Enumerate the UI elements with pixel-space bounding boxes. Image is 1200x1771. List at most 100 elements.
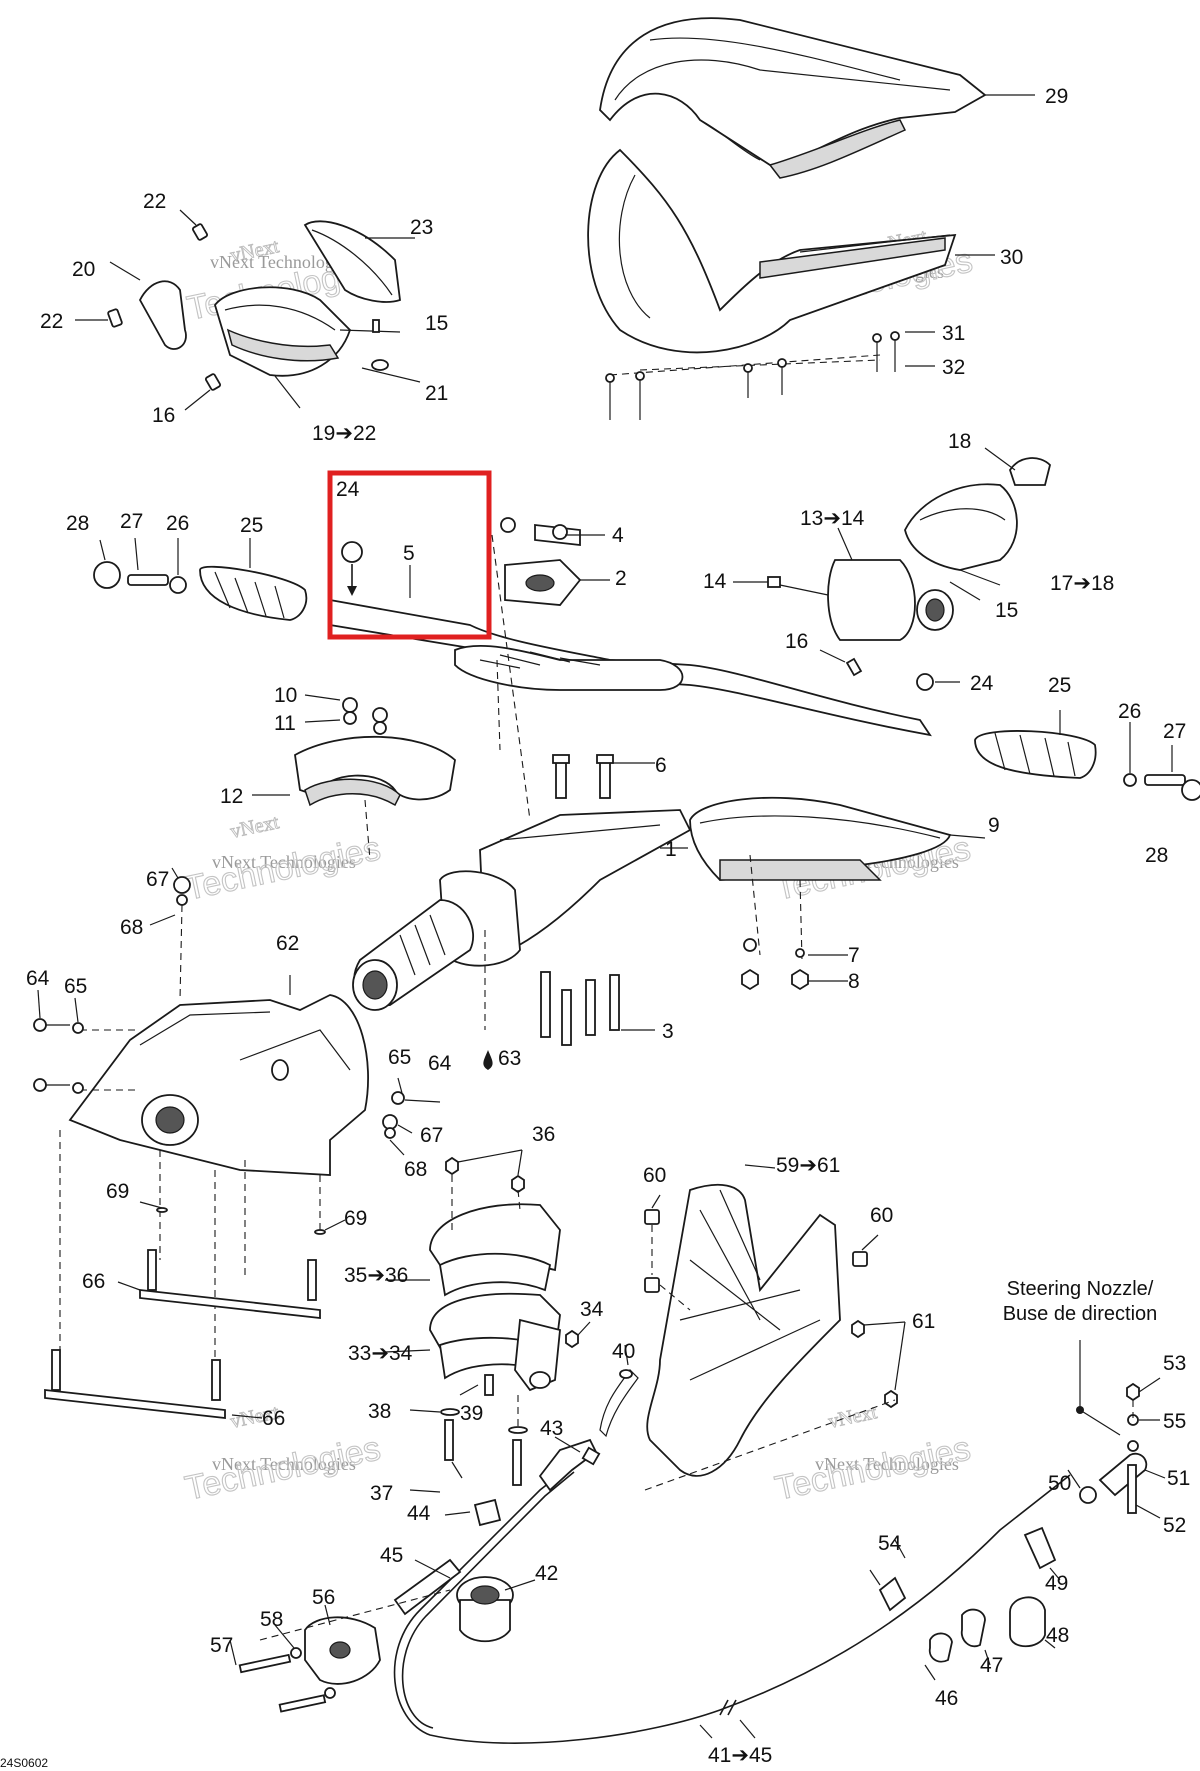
callout-46: 46: [935, 1687, 958, 1710]
callout-26-right: 26: [1118, 700, 1141, 723]
callout-25-left: 25: [240, 514, 263, 537]
callout-35-36: 35➔36: [344, 1264, 408, 1287]
switch-housing-right: [733, 447, 1051, 677]
clamp-assembly: [384, 1149, 591, 1493]
callout-31: 31: [942, 322, 965, 345]
callout-38: 38: [368, 1400, 391, 1423]
callout-7: 7: [848, 944, 860, 967]
column-support-62: [33, 867, 441, 1370]
callout-58: 58: [260, 1608, 283, 1631]
callout-27-left: 27: [120, 510, 143, 533]
callout-69-left: 69: [106, 1180, 129, 1203]
callout-32: 32: [942, 356, 965, 379]
callout-66-left: 66: [82, 1270, 105, 1293]
callout-42: 42: [535, 1562, 558, 1585]
callout-15-top: 15: [425, 312, 448, 335]
nozzle-linkage: [869, 1340, 1166, 1681]
callout-39: 39: [460, 1402, 483, 1425]
callout-62: 62: [276, 932, 299, 955]
callout-52: 52: [1163, 1514, 1186, 1537]
cover-screws-31-32: [605, 331, 935, 420]
callout-57: 57: [210, 1634, 233, 1657]
callout-55: 55: [1163, 1410, 1186, 1433]
callout-49: 49: [1045, 1572, 1068, 1595]
callout-18: 18: [948, 430, 971, 453]
callout-4: 4: [612, 524, 624, 547]
callout-15-right: 15: [995, 599, 1018, 622]
callout-48: 48: [1046, 1624, 1069, 1647]
watermark-c1: vNext: [228, 811, 281, 843]
callout-10: 10: [274, 684, 297, 707]
callout-36: 36: [532, 1123, 555, 1146]
control-housing-left: [75, 209, 421, 411]
callout-16-top: 16: [152, 404, 175, 427]
watermark-f3: Technologies: [772, 1429, 974, 1507]
callout-20: 20: [72, 258, 95, 281]
callout-64-right: 64: [428, 1052, 452, 1075]
callout-41-45: 41➔45: [708, 1744, 772, 1767]
callout-69-right: 69: [344, 1207, 367, 1230]
callout-65-right: 65: [388, 1046, 411, 1069]
watermark-e2: vNext Technologies: [212, 1454, 356, 1474]
callout-25-right: 25: [1048, 674, 1071, 697]
callout-68-left: 68: [120, 916, 143, 939]
right-grip-assembly: [916, 673, 1200, 801]
callout-60-right: 60: [870, 1204, 893, 1227]
callout-43: 43: [540, 1417, 563, 1440]
callout-11: 11: [274, 712, 296, 735]
callout-23: 23: [410, 216, 433, 239]
handlebar-tube: [329, 517, 932, 821]
callout-64-left: 64: [26, 967, 50, 990]
callout-13-14: 13➔14: [800, 507, 865, 530]
callout-9: 9: [988, 814, 1000, 837]
callout-33-34: 33➔34: [348, 1342, 413, 1365]
callout-19-22: 19➔22: [312, 422, 376, 445]
callout-26-left: 26: [166, 512, 189, 535]
callout-59-61: 59➔61: [776, 1154, 840, 1177]
handlebar-cover-upper: [599, 17, 1035, 179]
callout-60-left: 60: [643, 1164, 666, 1187]
callout-30: 30: [1000, 246, 1023, 269]
callout-47: 47: [980, 1654, 1003, 1677]
callout-61: 61: [912, 1310, 935, 1333]
callout-21: 21: [425, 382, 448, 405]
callout-28-right: 28: [1145, 844, 1168, 867]
callout-5: 5: [403, 542, 415, 565]
callout-12: 12: [220, 785, 243, 808]
callout-53: 53: [1163, 1352, 1186, 1375]
callout-2: 2: [615, 567, 627, 590]
cable-support-59: [644, 1164, 906, 1491]
callout-45: 45: [380, 1544, 403, 1567]
brackets-66: [44, 1249, 321, 1420]
callout-28-left: 28: [66, 512, 89, 535]
callout-22-left: 22: [40, 310, 63, 333]
callout-17-18: 17➔18: [1050, 572, 1114, 595]
callout-8: 8: [848, 970, 860, 993]
retainer-12: [252, 694, 456, 861]
callout-6: 6: [655, 754, 667, 777]
diagram-code: 24S0602: [0, 1756, 48, 1770]
callout-68-right: 68: [404, 1158, 427, 1181]
watermark-f2: vNext Technologies: [815, 1454, 959, 1474]
callout-65-left: 65: [64, 975, 87, 998]
callout-50: 50: [1048, 1472, 1071, 1495]
callout-22-top: 22: [143, 190, 166, 213]
callout-29: 29: [1045, 85, 1068, 108]
steering-column: [352, 809, 692, 1070]
callout-63: 63: [498, 1047, 521, 1070]
callout-14: 14: [703, 570, 727, 593]
watermark-c2: vNext Technologies: [212, 852, 356, 872]
callout-1: 1: [665, 838, 677, 861]
callout-67-left: 67: [146, 868, 169, 891]
front-cover-9: [552, 754, 986, 991]
callout-44: 44: [407, 1502, 431, 1525]
nozzle-caption-line1: Steering Nozzle/: [1007, 1278, 1154, 1300]
watermark-c3: Technologies: [182, 829, 384, 907]
highlight-box-part-5: [327, 470, 492, 640]
callout-16-right: 16: [785, 630, 808, 653]
callout-24-right: 24: [970, 672, 994, 695]
callout-40: 40: [612, 1340, 635, 1363]
callout-labels: 1 2 3 4 5 6 7 8 9 10 11 12 13➔14 14 15 1…: [26, 85, 1190, 1767]
cable-clamp-56: [229, 1589, 451, 1713]
